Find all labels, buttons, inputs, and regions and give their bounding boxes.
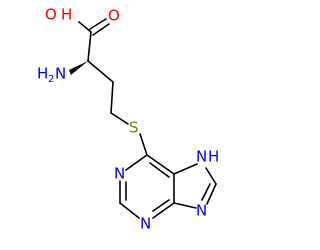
bond-calpha-nh2-wedge xyxy=(69,61,88,75)
bond-n3-c4 xyxy=(152,202,175,219)
atom-nitrogen-n3: N xyxy=(140,215,151,233)
atom-nitrogen-n9: N xyxy=(196,202,207,220)
atom-oxygen-carbonyl: O xyxy=(108,7,120,25)
bond-n7-c8 xyxy=(205,167,217,185)
atom-hydrogen-hydroxyl: H xyxy=(61,6,72,24)
bond-c2-n3 xyxy=(119,202,140,219)
atom-labels: O O H H 2 N S N N N N H xyxy=(37,6,219,233)
atom-hydrogen-amine: H xyxy=(37,65,48,83)
bond-s-c6 xyxy=(139,133,148,156)
bond-calpha-cbeta xyxy=(87,60,114,83)
atom-hydrogen-n7: H xyxy=(208,148,219,166)
bond-c8-n9 xyxy=(206,183,217,205)
bond-c5-n7 xyxy=(173,163,198,175)
atom-nitrogen-n7: N xyxy=(196,148,207,166)
bond-c-o-double-1 xyxy=(92,23,110,36)
atom-nitrogen-n1: N xyxy=(114,165,125,183)
atom-oxygen-hydroxyl: O xyxy=(45,6,57,24)
atom-nitrogen-amine: N xyxy=(55,65,66,83)
bond-c-oh xyxy=(78,21,92,33)
bond-c6-c5 xyxy=(146,154,175,175)
bond-c-o-double-2 xyxy=(89,18,107,30)
bond-cbeta-cgamma xyxy=(110,81,114,114)
bond-cgamma-s xyxy=(110,112,129,125)
bond-c6-n1 xyxy=(125,154,148,171)
atom-amine-subscript: 2 xyxy=(48,74,54,85)
bond-c6-c5-inner xyxy=(149,162,170,178)
bond-n3-c4-inner xyxy=(152,199,170,212)
bond-n9-c4 xyxy=(173,202,197,209)
chemical-structure-diagram: O O H H 2 N S N N N N H xyxy=(37,6,219,233)
bond-c-calpha xyxy=(87,31,92,62)
bonds xyxy=(69,18,217,219)
bond-c8-n9-inner xyxy=(201,183,211,201)
atom-sulfur: S xyxy=(129,119,139,137)
